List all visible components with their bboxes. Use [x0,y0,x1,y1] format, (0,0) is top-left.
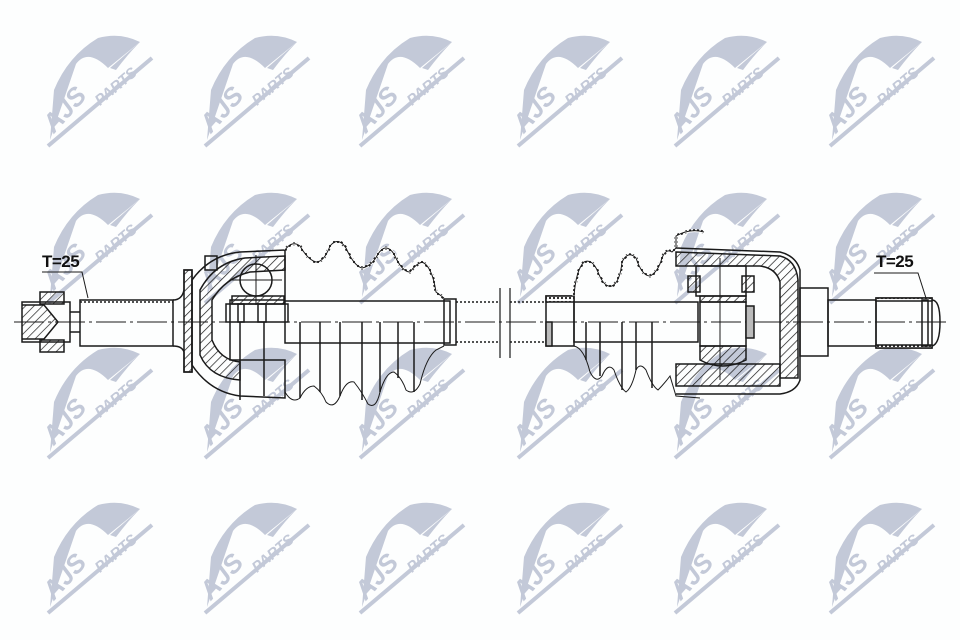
middle-shaft [284,288,548,358]
right-stub [827,272,941,349]
right-spline-teeth-label: T=25 [876,252,914,271]
left-stub [21,269,193,373]
left-boot [283,240,445,406]
right-boot [545,229,705,399]
left-spline-teeth-label: T=25 [42,252,80,271]
right-tripod-housing [675,247,829,395]
left-cv-joint [191,249,289,400]
